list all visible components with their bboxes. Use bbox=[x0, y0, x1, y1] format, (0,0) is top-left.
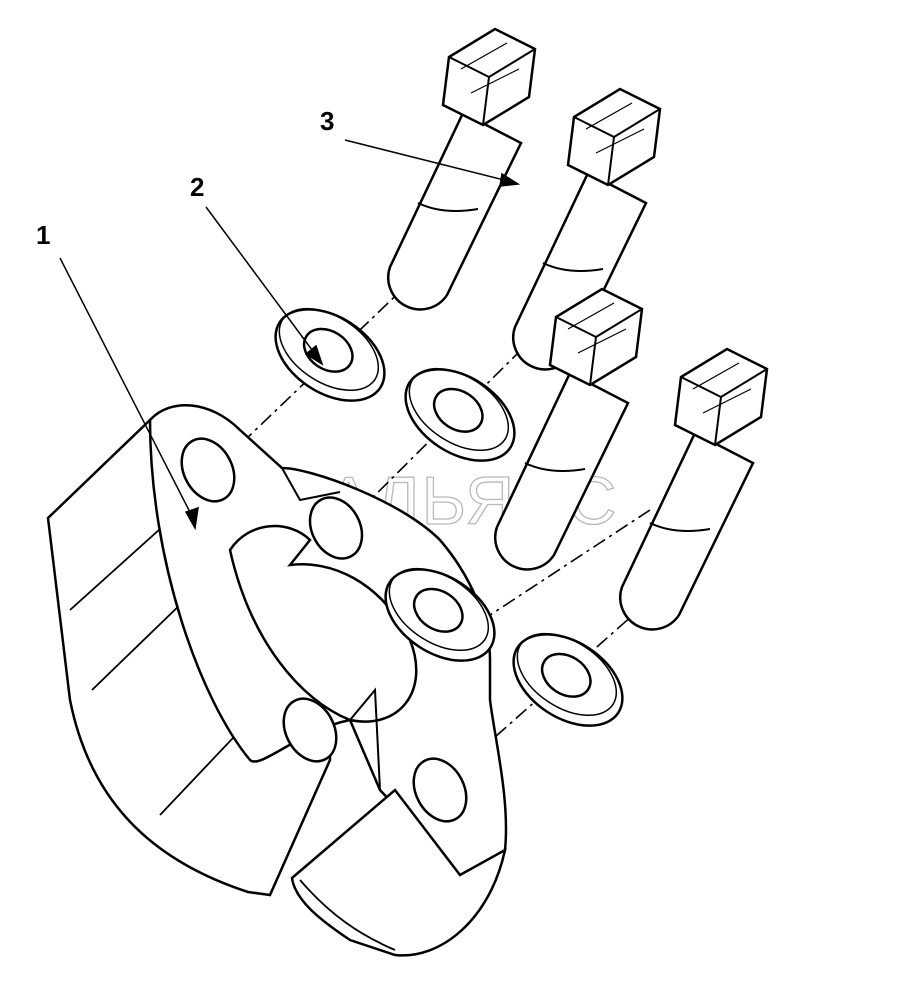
leader-lines bbox=[59, 139, 521, 531]
flange-half bbox=[46, 404, 508, 957]
washer-top-right bbox=[387, 349, 533, 481]
washer-bottom-right bbox=[495, 614, 641, 746]
label-part-3: 3 bbox=[320, 106, 334, 136]
label-part-2: 2 bbox=[190, 172, 204, 202]
label-part-1: 1 bbox=[36, 220, 50, 250]
bolt-4 bbox=[618, 347, 769, 631]
washer-top-left bbox=[257, 289, 403, 421]
